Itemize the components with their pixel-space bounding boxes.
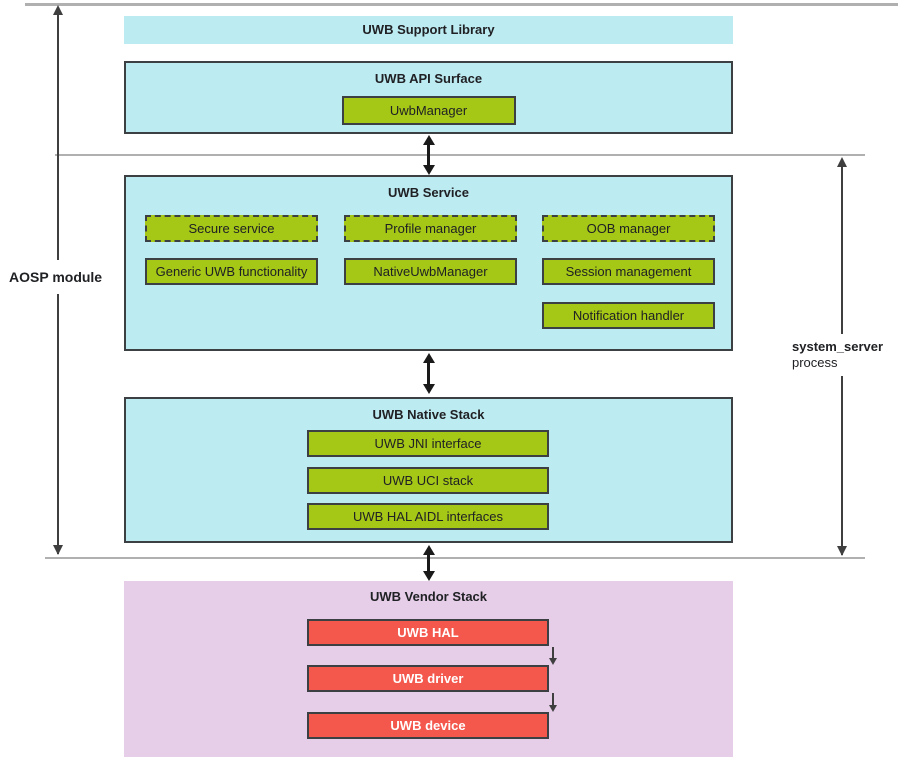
profile-manager-box: Profile manager — [344, 215, 517, 242]
uwb-uci-stack-box: UWB UCI stack — [307, 467, 549, 494]
uwb-service-box: UWB Service Secure service Profile manag… — [124, 175, 733, 351]
aosp-module-text: AOSP module — [9, 269, 103, 285]
uwb-support-library-title: UWB Support Library — [362, 22, 495, 37]
system-server-text: system_server — [792, 339, 884, 354]
aosp-module-label: AOSP module — [0, 260, 104, 294]
arrow-up-icon — [53, 5, 63, 15]
uwb-jni-interface-box: UWB JNI interface — [307, 430, 549, 457]
generic-uwb-functionality-box: Generic UWB functionality — [145, 258, 318, 285]
uwb-api-surface-title: UWB API Surface — [374, 71, 483, 86]
process-text: process — [792, 355, 838, 370]
notification-handler-box: Notification handler — [542, 302, 715, 329]
session-management-box: Session management — [542, 258, 715, 285]
arrow-down-icon — [53, 545, 63, 555]
oob-manager-box: OOB manager — [542, 215, 715, 242]
separator-line-top — [25, 3, 898, 6]
uwb-device-box: UWB device — [307, 712, 549, 739]
double-arrow-service-native — [422, 353, 435, 394]
uwb-hal-aidl-interfaces-box: UWB HAL AIDL interfaces — [307, 503, 549, 530]
uwb-native-stack-title: UWB Native Stack — [372, 407, 485, 422]
uwb-native-stack-box: UWB Native Stack UWB JNI interface UWB U… — [124, 397, 733, 543]
uwb-hal-box: UWB HAL — [307, 619, 549, 646]
uwbmanager-box: UwbManager — [341, 96, 516, 125]
separator-line-middle — [55, 154, 865, 156]
secure-service-box: Secure service — [145, 215, 318, 242]
native-uwb-manager-box: NativeUwbManager — [344, 258, 517, 285]
uwb-vendor-stack-title: UWB Vendor Stack — [369, 589, 488, 604]
arrow-driver-to-device — [548, 693, 557, 712]
arrow-hal-to-driver — [548, 647, 557, 665]
uwb-service-title: UWB Service — [388, 185, 469, 200]
arrow-down-icon — [837, 546, 847, 556]
uwb-api-surface-box: UWB API Surface UwbManager — [124, 61, 733, 134]
double-arrow-api-service — [422, 135, 435, 175]
system-server-label: system_server process — [789, 334, 893, 376]
arrow-up-icon — [837, 157, 847, 167]
separator-line-bottom — [45, 557, 865, 559]
uwb-vendor-stack-box: UWB Vendor Stack UWB HAL UWB driver UWB … — [124, 581, 733, 757]
uwb-support-library-box: UWB Support Library — [124, 16, 733, 44]
uwb-driver-box: UWB driver — [307, 665, 549, 692]
double-arrow-native-vendor — [422, 545, 435, 581]
